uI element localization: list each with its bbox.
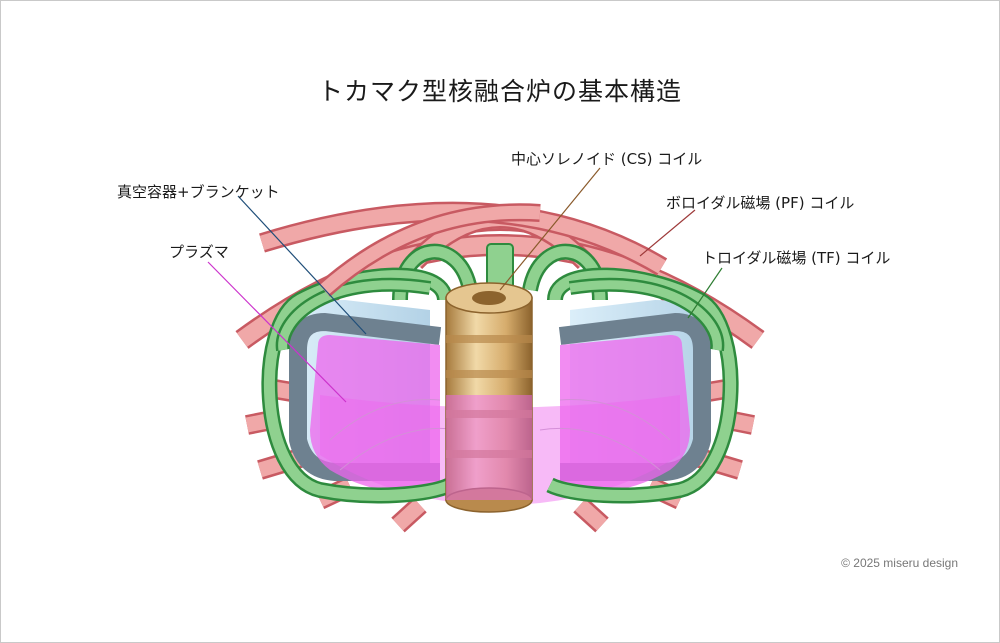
central-solenoid [445,282,533,513]
leader-line-plasma [207,261,347,403]
leader-line-cs [499,167,601,291]
label-cs-coil: 中心ソレノイド (CS) コイル [511,150,703,168]
leader-lines [207,167,723,403]
pf-coils-front [259,201,668,297]
label-tf-coil: トロイダル磁場 (TF) コイル [702,249,891,267]
label-pf-coil: ボロイダル磁場 (PF) コイル [666,194,855,212]
leader-line-pf [639,209,696,257]
tf-coils-front [261,267,739,504]
leader-line-vessel [237,195,367,335]
leader-line-tf [687,267,723,319]
copyright-notice: © 2025 miseru design [841,556,958,570]
label-plasma: プラズマ [169,243,229,261]
label-vacuum-vessel: 真空容器+ブランケット [117,183,280,201]
diagram-title: トカマク型核融合炉の基本構造 [317,77,682,106]
